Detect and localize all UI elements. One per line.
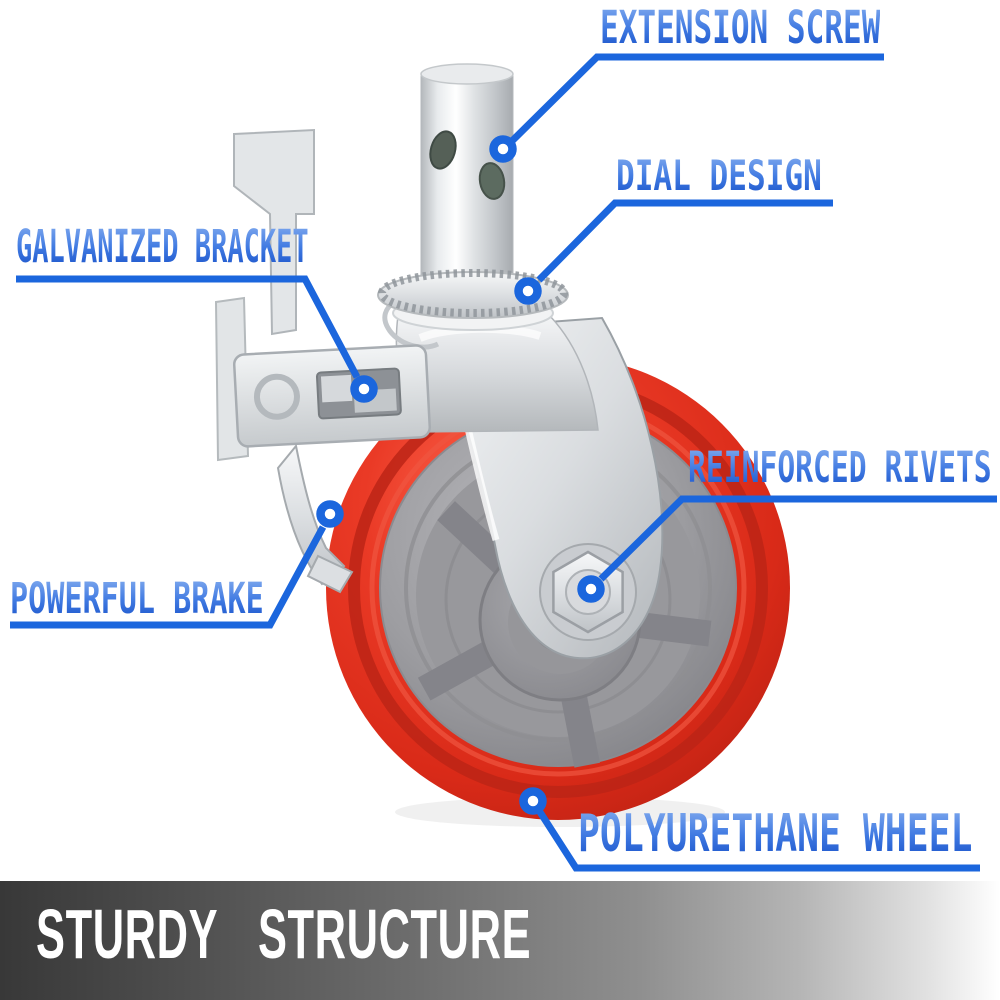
leader-galvanized-bracket: [16, 275, 361, 379]
leader-polyurethane-wheel: [537, 810, 980, 872]
stem-top: [420, 63, 514, 85]
leader-reinforced-rivets: [598, 495, 997, 582]
callout-label-dial-design: DIAL DESIGN: [616, 151, 822, 200]
brake-lever-foot: [306, 554, 354, 594]
stem-hole: [478, 162, 506, 200]
brake-slot-tab: [320, 374, 353, 403]
marker-reinforced-rivets: [577, 575, 605, 603]
callout-label-polyurethane-wheel: POLYURETHANE WHEEL: [578, 804, 973, 864]
brake-plate-emboss: [253, 373, 300, 420]
callout-label-galvanized-bracket: GALVANIZED BRACKET: [16, 220, 309, 273]
marker-dial-design: [514, 277, 542, 305]
leader-extension-screw: [509, 53, 884, 144]
marker-extension-screw: [489, 135, 517, 163]
marker-galvanized-bracket: [350, 375, 378, 403]
callout-label-extension-screw: EXTENSION SCREW: [600, 1, 881, 54]
banner-title: STURDY STRUCTURE: [36, 895, 532, 973]
callout-label-reinforced-rivets: REINFORCED RIVETS: [688, 443, 992, 493]
bottom-banner: STURDY STRUCTURE: [0, 881, 1000, 1000]
brake-assembly: [214, 128, 432, 594]
callout-label-powerful-brake: POWERFUL BRAKE: [10, 574, 264, 624]
dial-knurling: [378, 269, 568, 317]
brake-pedal-blade: [233, 128, 315, 336]
marker-polyurethane-wheel: [519, 787, 547, 815]
leader-powerful-brake: [10, 525, 327, 629]
marker-powerful-brake: [316, 500, 344, 528]
leader-dial-design: [536, 199, 833, 283]
extension-screw-stem: [420, 63, 514, 285]
stem-hole: [429, 130, 457, 170]
